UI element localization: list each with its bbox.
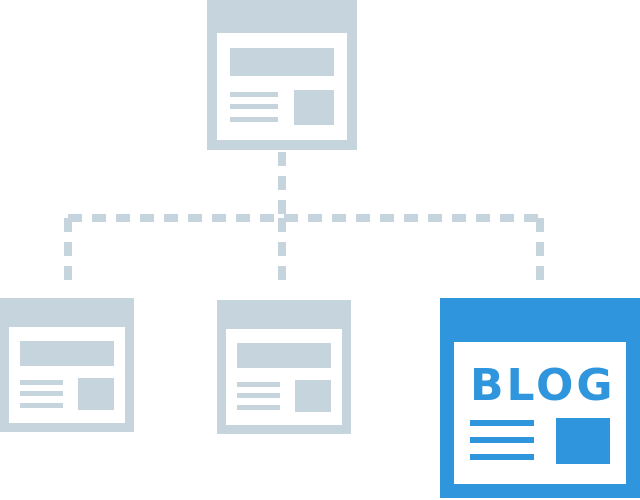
blog-label: BLOG (470, 360, 616, 411)
text-line (230, 104, 278, 109)
child-page-node-left (0, 298, 134, 432)
text-line (470, 420, 534, 426)
text-line (470, 454, 534, 460)
page-body (217, 33, 347, 140)
page-body: BLOG (454, 342, 626, 484)
text-line (237, 405, 280, 410)
page-header-bar (230, 48, 334, 76)
text-line (230, 117, 278, 122)
text-line (237, 393, 280, 398)
page-body (226, 329, 342, 425)
image-placeholder (78, 378, 114, 410)
page-header-bar (20, 341, 114, 366)
text-line (237, 382, 280, 387)
image-placeholder (556, 418, 610, 464)
page-header-bar (237, 343, 331, 368)
root-page-node (207, 0, 357, 150)
child-page-node-middle (217, 300, 351, 434)
text-line (20, 380, 63, 385)
image-placeholder (294, 90, 334, 125)
text-line (20, 391, 63, 396)
text-line (20, 403, 63, 408)
text-line (230, 92, 278, 97)
text-line (470, 437, 534, 443)
page-body (9, 327, 125, 423)
image-placeholder (295, 380, 331, 412)
blog-page-node: BLOG (440, 298, 640, 498)
